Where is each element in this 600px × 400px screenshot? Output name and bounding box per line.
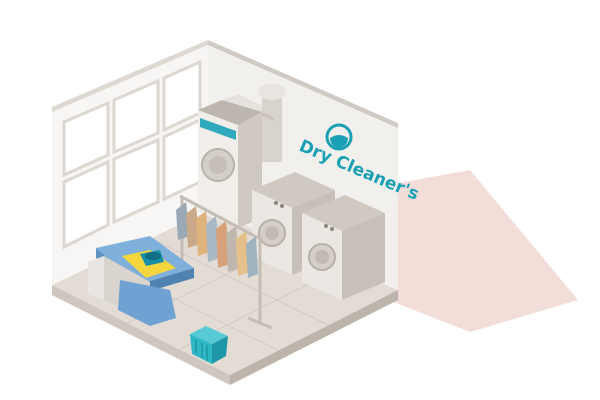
cast-shadow xyxy=(360,170,578,332)
back-wall-top xyxy=(208,40,398,128)
floor-front-edge xyxy=(52,285,230,385)
washing-machine-2 xyxy=(302,195,385,300)
window-panes xyxy=(62,59,202,250)
dryer-machine xyxy=(198,94,262,228)
laundry-basket-icon xyxy=(190,326,228,364)
left-wall-top xyxy=(52,40,208,112)
floor-right-edge xyxy=(230,290,398,385)
hanging-garments xyxy=(176,202,258,278)
ironing-board xyxy=(88,236,194,326)
iron-icon xyxy=(122,250,176,278)
washing-machine-logo-icon xyxy=(325,123,353,151)
clothes-rack xyxy=(176,194,273,330)
